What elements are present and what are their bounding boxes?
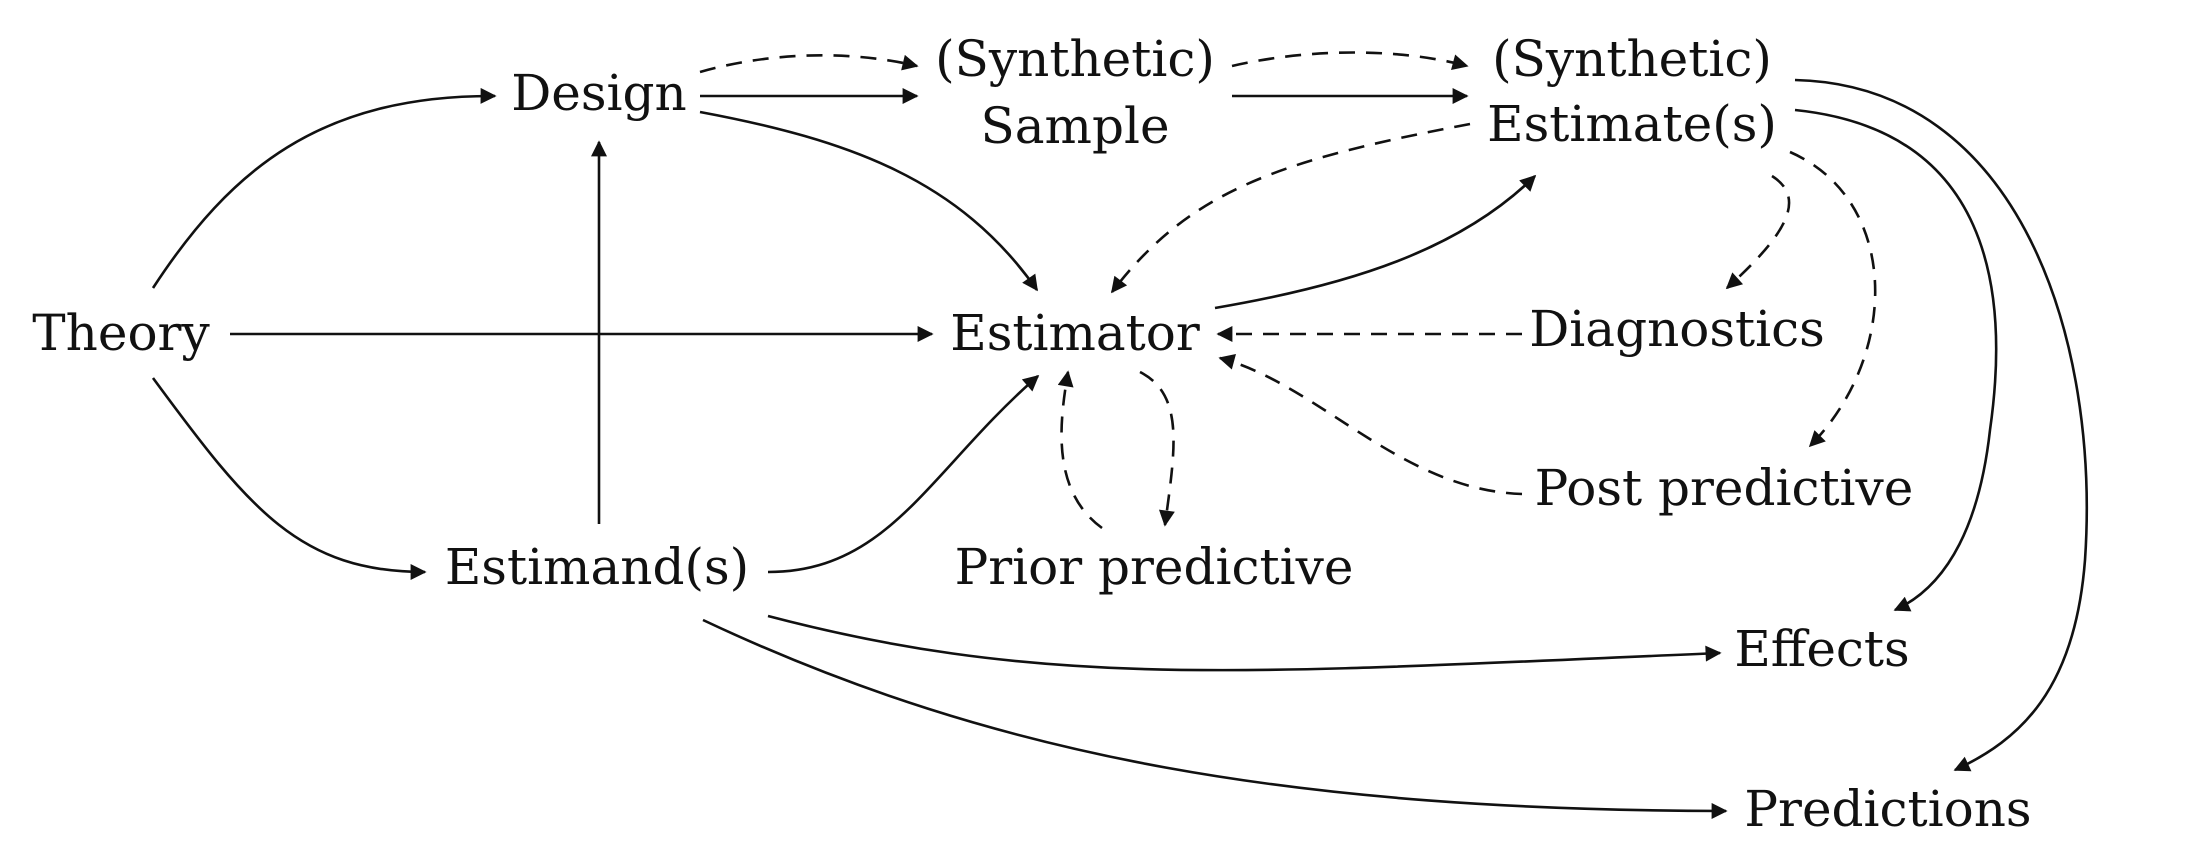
node-synthetic-estimate-line1: (Synthetic) [1492,30,1772,88]
edge-design-sample-dashed [699,54,919,74]
nodes: Theory Design (Synthetic) Sample (Synthe… [32,30,2031,838]
edge-estimates-estimator-dashed [1110,122,1471,294]
edge-theory-design [151,87,497,289]
node-post-predictive: Post predictive [1535,459,1914,517]
edge-estimands-predictions [702,618,1728,819]
node-synthetic-sample-line1: (Synthetic) [935,30,1215,88]
edge-estimates-predictions [1794,78,2089,772]
edge-estimator-priorpred [1139,370,1175,527]
node-design: Design [511,64,687,122]
node-synthetic-estimate-line2: Estimate(s) [1487,95,1777,153]
edge-estimands-effects [767,614,1722,672]
edge-estimator-estimates [1214,174,1537,310]
node-synthetic-sample-line2: Sample [980,97,1169,155]
edge-design-estimator [699,110,1039,292]
edge-postpred-estimator [1218,354,1523,496]
node-estimator: Estimator [950,304,1200,362]
node-prior-predictive: Prior predictive [955,538,1354,596]
node-diagnostics: Diagnostics [1529,300,1825,358]
node-effects: Effects [1734,620,1909,678]
edge-estimates-effects [1794,108,1998,612]
edge-priorpred-estimator [1057,370,1103,530]
edge-estimands-estimator [767,374,1040,574]
edge-theory-estimands [151,377,427,580]
node-estimands: Estimand(s) [445,538,749,596]
edge-estimates-postpred [1789,150,1877,448]
node-theory: Theory [32,304,210,362]
edge-sample-estimates-dashed [1231,51,1469,70]
edge-estimates-diagnostics [1725,174,1791,290]
edges [151,51,2089,819]
node-predictions: Predictions [1744,780,2031,838]
